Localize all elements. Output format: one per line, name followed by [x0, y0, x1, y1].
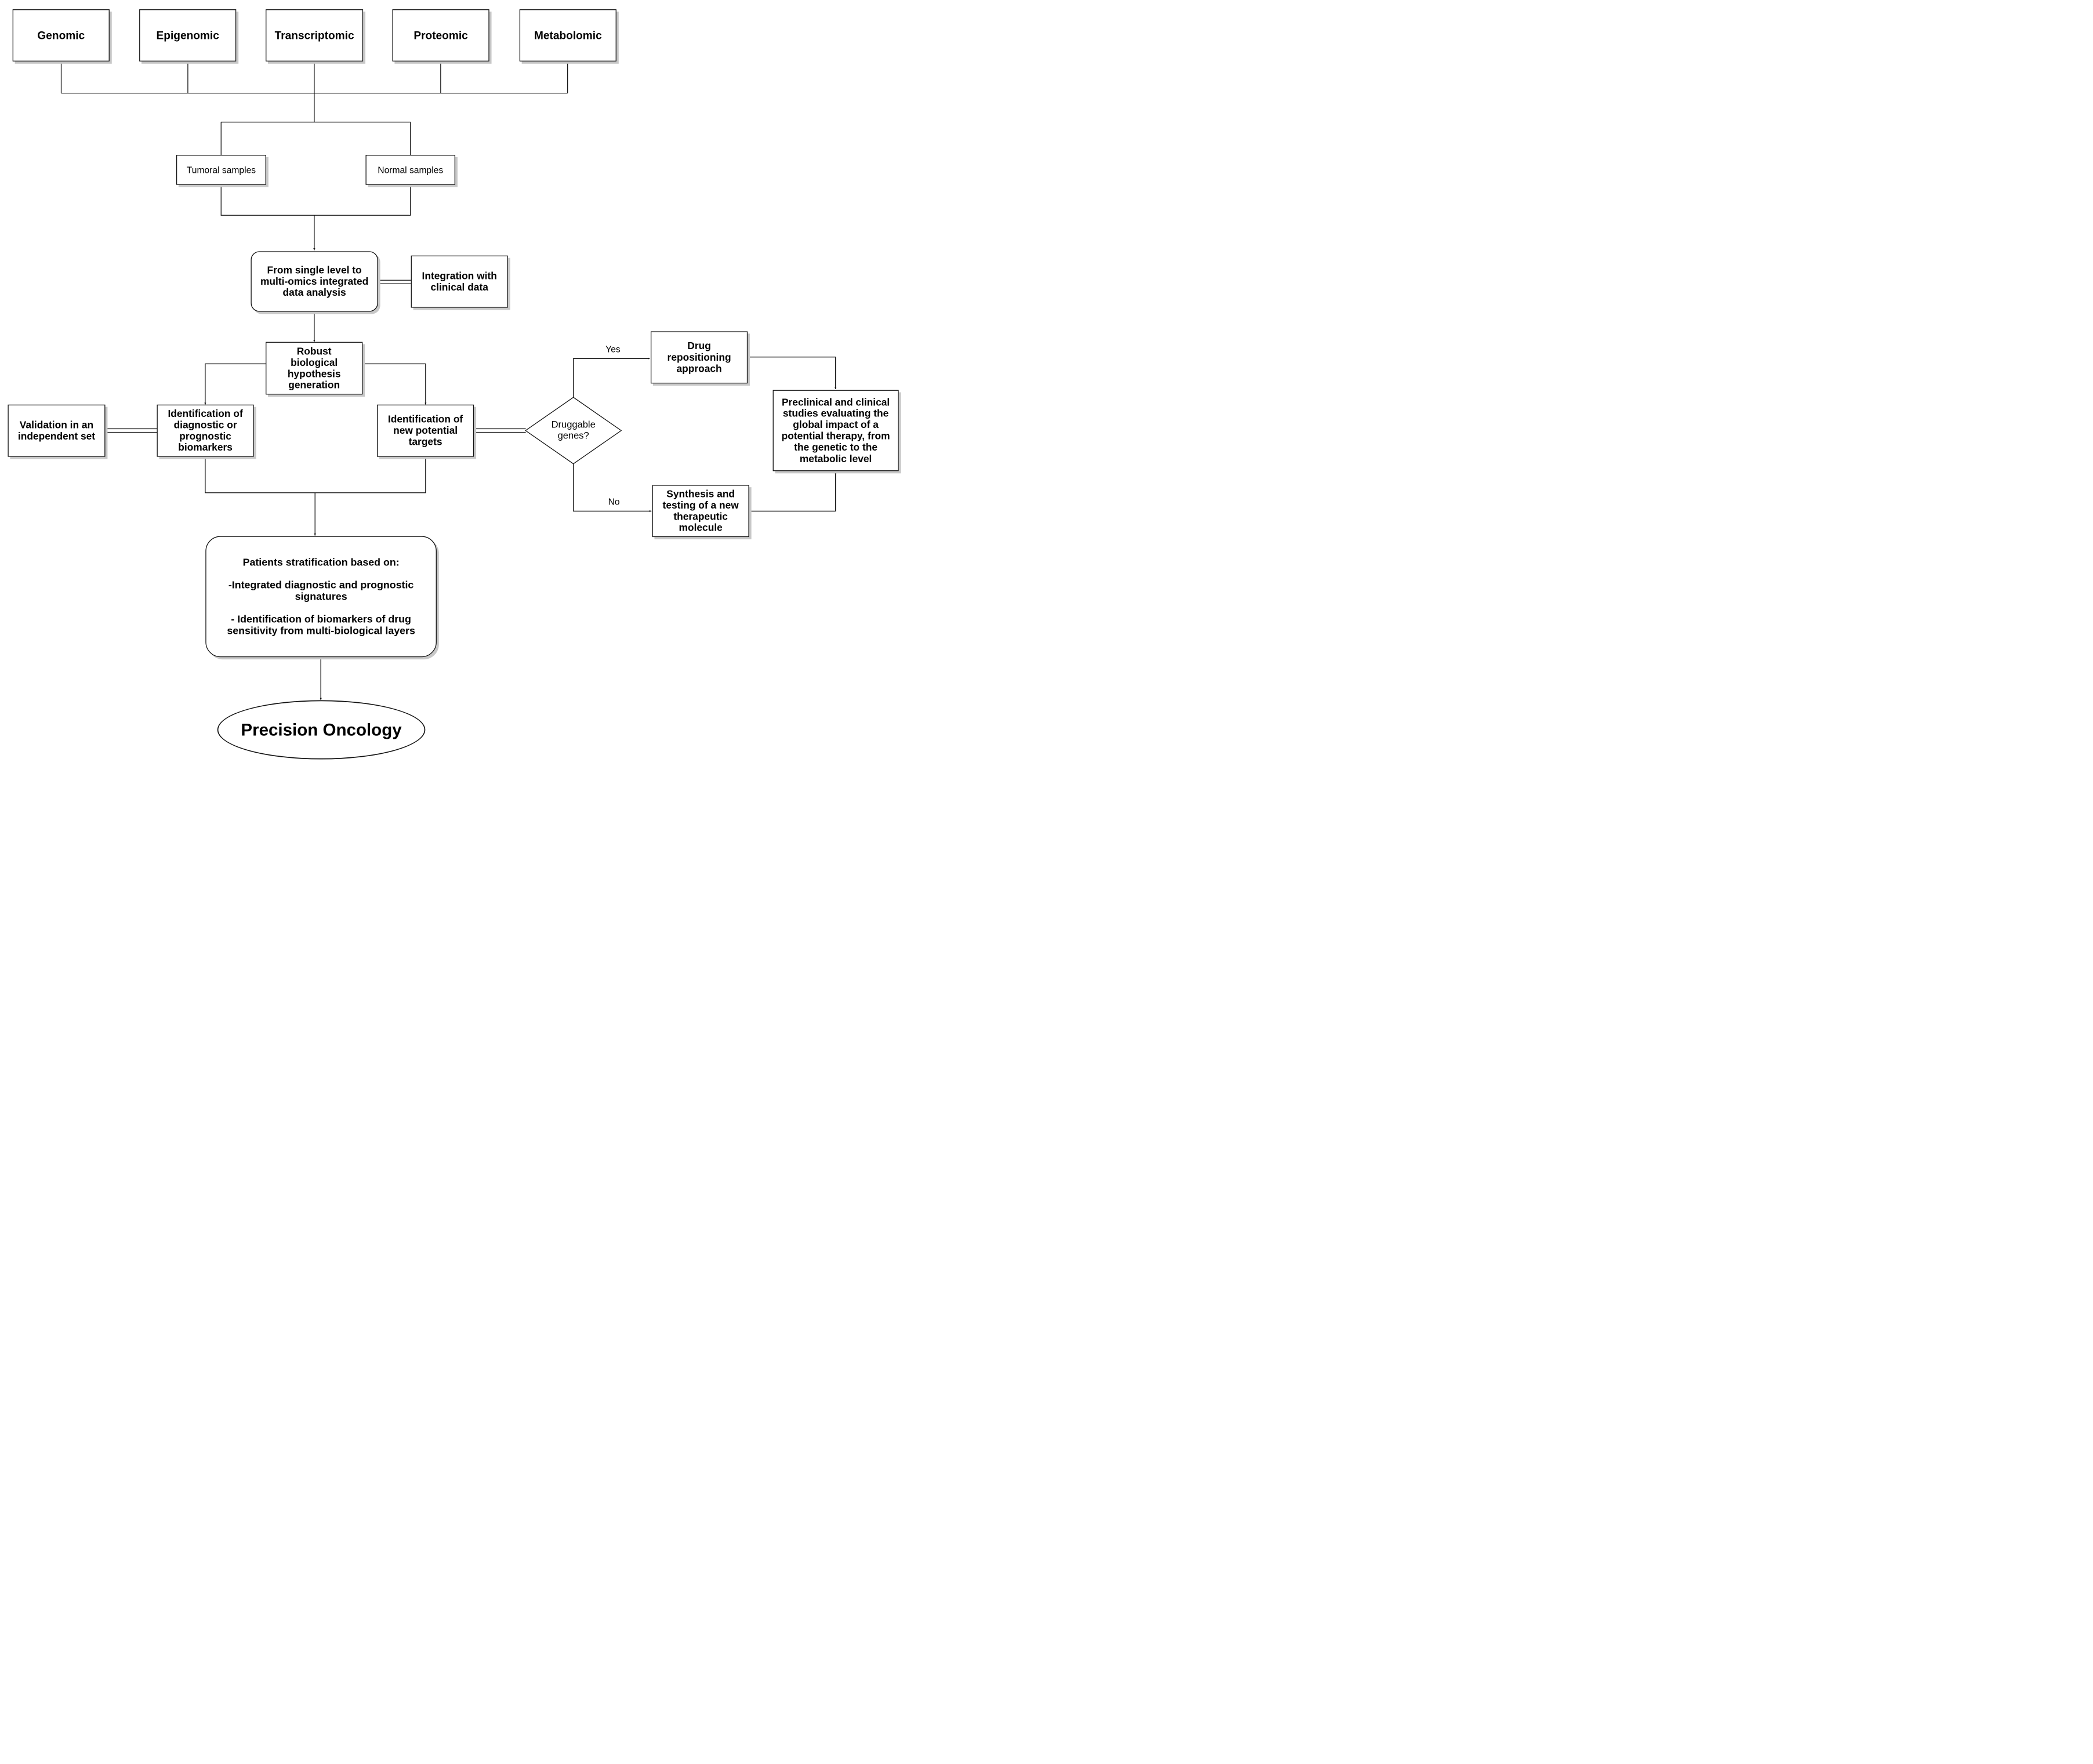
arrow-to-biomarkers — [204, 363, 266, 405]
stratification-item-signatures: -Integrated diagnostic and prognostic si… — [228, 579, 414, 602]
box-hypothesis: Robust biological hypothesis generation — [266, 342, 363, 395]
box-transcriptomic: Transcriptomic — [266, 9, 364, 61]
precision-oncology-oval: Precision Oncology — [217, 700, 426, 760]
box-proteomic: Proteomic — [392, 9, 489, 61]
connector-from-tumoral — [220, 184, 411, 216]
box-tumoral-samples: Tumoral samples — [176, 155, 266, 185]
box-metabolomic: Metabolomic — [519, 9, 616, 61]
box-preclinical-clinical: Preclinical and clinical studies evaluat… — [772, 390, 899, 471]
connector-layer — [60, 61, 837, 700]
box-integrated-analysis: From single level to multi-omics integra… — [251, 251, 378, 312]
box-normal-samples: Normal samples — [365, 155, 456, 185]
box-validation: Validation in an independent set — [8, 404, 106, 457]
arrow-to-targets — [362, 363, 427, 405]
stratification-title: Patients stratification based on: — [242, 556, 400, 568]
double-link-validation — [105, 428, 157, 433]
box-epigenomic: Epigenomic — [139, 9, 237, 61]
arrow-no-to-synthesis — [573, 463, 652, 513]
box-drug-repositioning: Drug repositioning approach — [650, 331, 748, 384]
box-synthesis-testing: Synthesis and testing of a new therapeut… — [652, 485, 749, 538]
box-new-targets: Identification of new potential targets — [376, 404, 474, 457]
double-link-decision — [474, 428, 526, 433]
arrow-synthesis-to-preclinical — [749, 471, 837, 512]
box-patient-stratification: Patients stratification based on: -Integ… — [205, 536, 437, 658]
decision-label: Druggable genes? — [551, 419, 596, 441]
flowchart: Genomic Epigenomic Transcriptomic Proteo… — [0, 0, 909, 766]
stratification-item-drug-sensitivity: - Identification of biomarkers of drug s… — [227, 613, 415, 637]
box-clinical-data: Integration with clinical data — [411, 255, 508, 308]
branch-yes-label: Yes — [605, 344, 621, 354]
decision-diamond — [525, 397, 622, 464]
arrow-repositioning-to-preclinical — [747, 357, 837, 389]
box-biomarkers: Identification of diagnostic or prognost… — [157, 404, 254, 457]
double-link-clinical — [378, 280, 411, 284]
arrow-yes-to-repositioning — [573, 357, 650, 398]
connector-merge-to-stratification — [205, 456, 426, 493]
branch-no-label: No — [608, 496, 620, 507]
box-genomic: Genomic — [12, 9, 110, 61]
